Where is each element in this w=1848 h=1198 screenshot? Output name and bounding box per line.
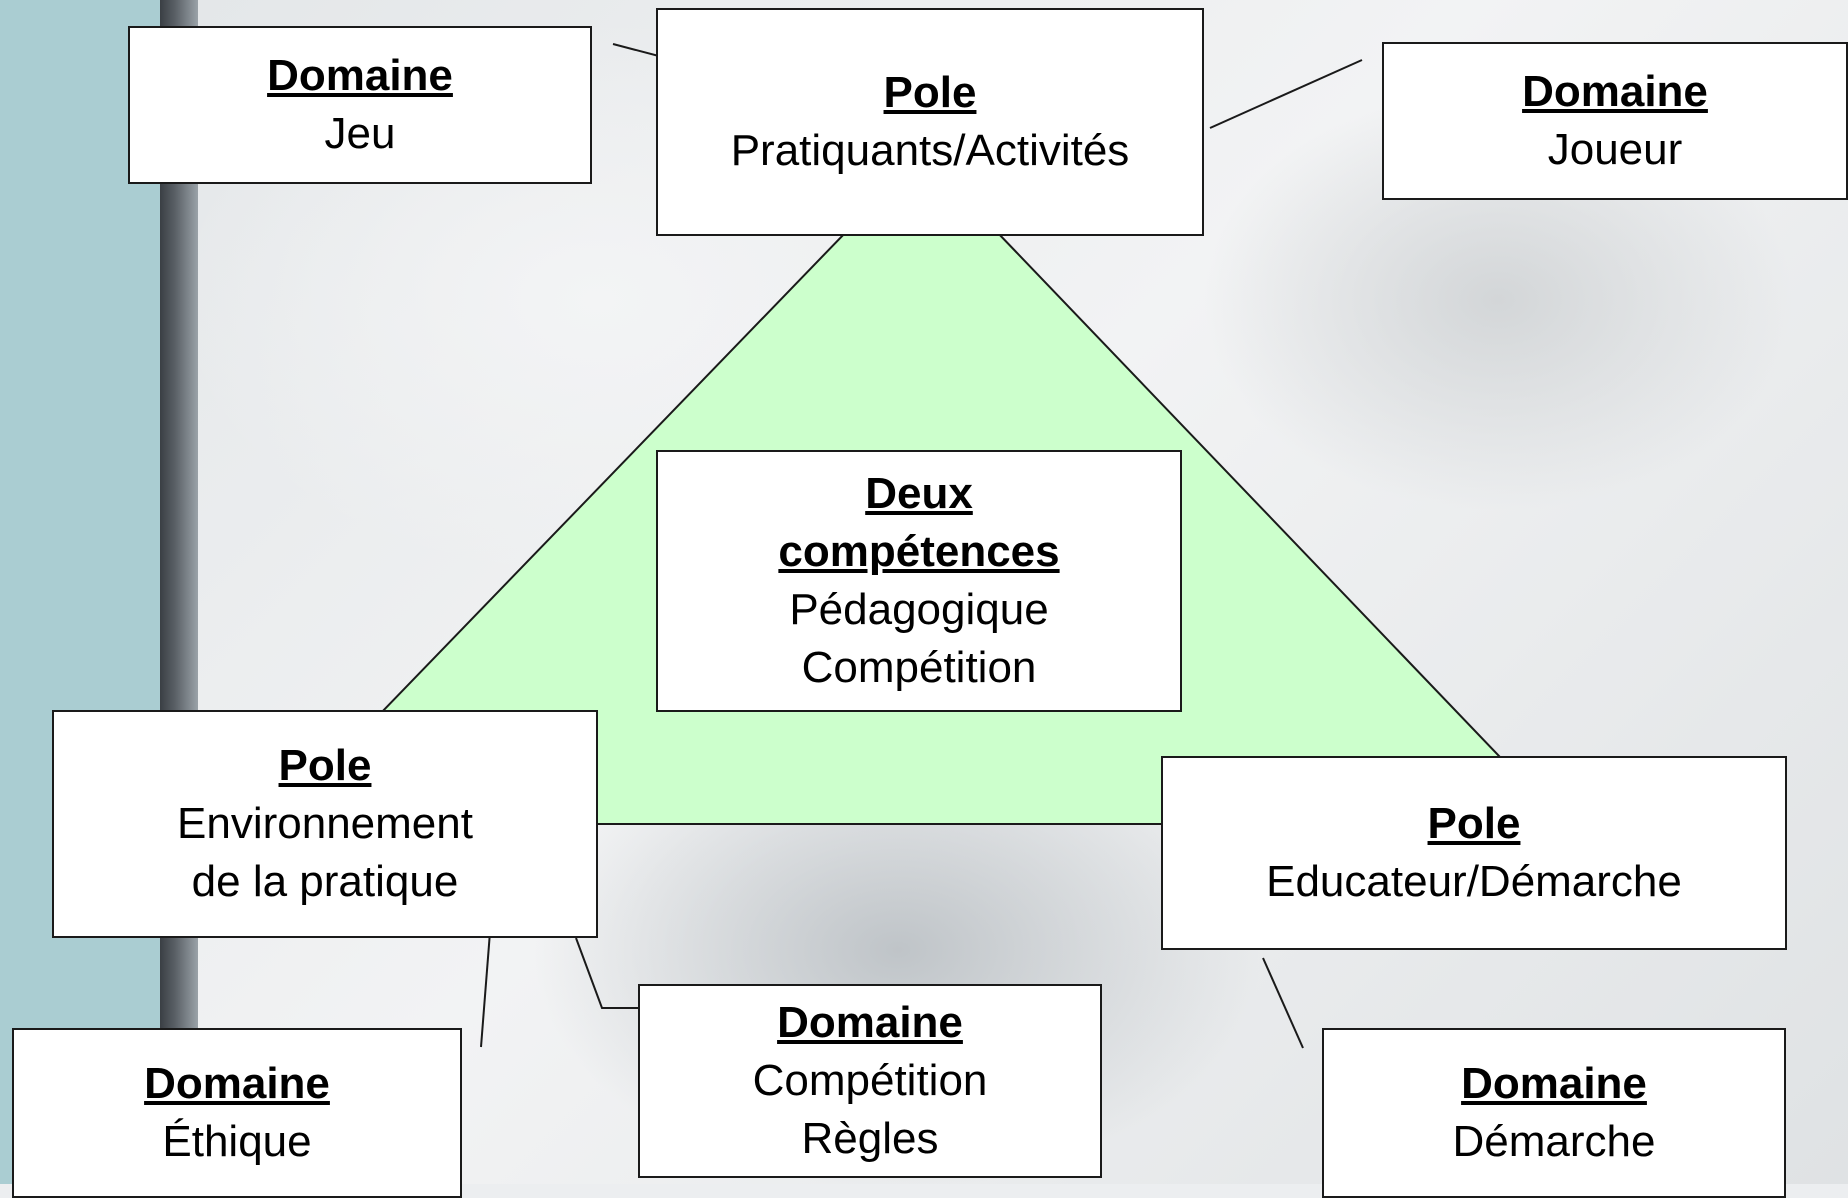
domaine-joueur-text: Joueur — [1547, 125, 1683, 174]
domaine-competition-box: Domaine Compétition Règles — [638, 984, 1102, 1178]
pole-environnement-box: Pole Environnement de la pratique — [52, 710, 598, 938]
domaine-jeu-text: Jeu — [324, 109, 396, 158]
pole-educateur-box: Pole Educateur/Démarche — [1161, 756, 1787, 950]
domaine-ethique-box: Domaine Éthique — [12, 1028, 462, 1198]
connector-joueur — [1209, 59, 1363, 129]
teal-side-strip — [0, 0, 160, 1184]
competences-box: Deux compétences Pédagogique Compétition — [656, 450, 1182, 712]
connector-competition — [575, 937, 638, 1009]
pole-pratiquants-box: Pole Pratiquants/Activités — [656, 8, 1204, 236]
competences-heading-line2: compétences — [778, 527, 1060, 576]
domaine-ethique-text: Éthique — [162, 1117, 312, 1166]
domaine-competition-line1: Compétition — [752, 1056, 988, 1105]
connector-demarche — [1262, 957, 1304, 1049]
domaine-joueur-box: Domaine Joueur — [1382, 42, 1848, 200]
domaine-competition-line2: Règles — [801, 1114, 939, 1163]
pole-educateur-text: Educateur/Démarche — [1266, 857, 1682, 906]
domaine-joueur-heading: Domaine — [1522, 67, 1708, 116]
domaine-demarche-box: Domaine Démarche — [1322, 1028, 1786, 1198]
domaine-jeu-box: Domaine Jeu — [128, 26, 592, 184]
competences-item-competition: Compétition — [801, 643, 1037, 692]
pole-educateur-heading: Pole — [1427, 799, 1521, 848]
dark-edge-band — [160, 0, 198, 1184]
pole-pratiquants-heading: Pole — [883, 68, 977, 117]
competences-heading-line1: Deux — [865, 469, 973, 518]
domaine-ethique-heading: Domaine — [144, 1059, 330, 1108]
pole-environnement-heading: Pole — [278, 741, 372, 790]
competences-item-pedagogique: Pédagogique — [789, 585, 1049, 634]
pole-environnement-line1: Environnement — [177, 799, 473, 848]
domaine-demarche-heading: Domaine — [1461, 1059, 1647, 1108]
domaine-competition-heading: Domaine — [777, 998, 963, 1047]
domaine-jeu-heading: Domaine — [267, 51, 453, 100]
pole-pratiquants-text: Pratiquants/Activités — [730, 126, 1130, 175]
pole-environnement-line2: de la pratique — [191, 857, 459, 906]
connector-ethique — [480, 931, 491, 1048]
domaine-demarche-text: Démarche — [1452, 1117, 1656, 1166]
